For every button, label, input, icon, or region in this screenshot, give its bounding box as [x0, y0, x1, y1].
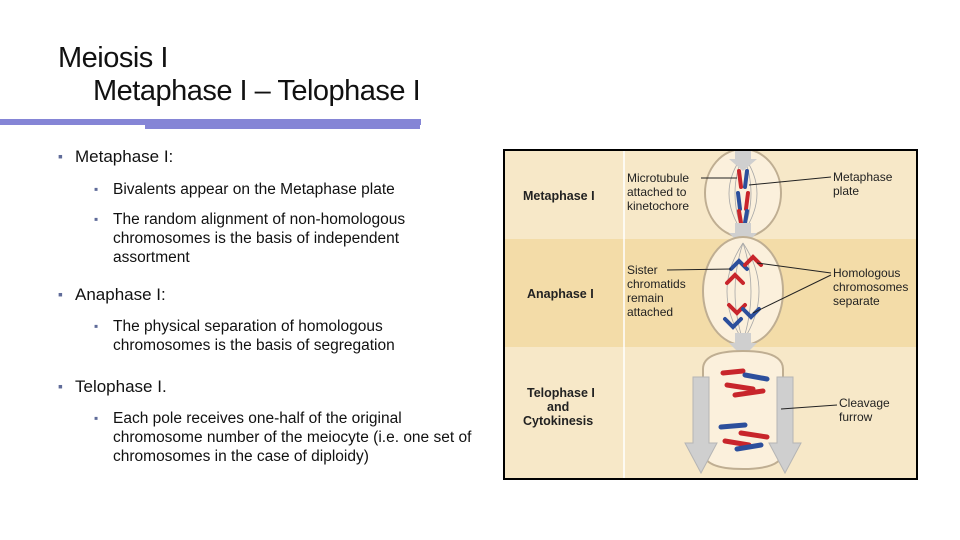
label-sister-4: attached — [627, 305, 673, 319]
label-metaphase-plate-2: plate — [833, 184, 859, 198]
sub-bullet: Bivalents appear on the Metaphase plate — [58, 180, 478, 199]
label-homologous-2: chromosomes — [833, 280, 908, 294]
sub-bullet: Each pole receives one-half of the origi… — [58, 409, 478, 466]
label-microtubule-3: kinetochore — [627, 199, 689, 213]
label-sister-2: chromatids — [627, 277, 686, 291]
stage-telophase-3: Cytokinesis — [523, 414, 593, 428]
meiosis-diagram: Metaphase I Anaphase I Telophase I and C… — [503, 149, 918, 480]
title-underline-accent — [145, 124, 420, 129]
stage-anaphase: Anaphase I — [527, 287, 594, 301]
label-cleavage-2: furrow — [839, 410, 873, 424]
label-homologous-1: Homologous — [833, 266, 900, 280]
label-sister-1: Sister — [627, 263, 658, 277]
bullet-metaphase: Metaphase I: — [58, 146, 478, 167]
stage-telophase-2: and — [547, 400, 569, 414]
label-sister-3: remain — [627, 291, 664, 305]
label-microtubule-1: Microtubule — [627, 171, 689, 185]
label-metaphase-plate-1: Metaphase — [833, 170, 893, 184]
bullet-anaphase: Anaphase I: — [58, 284, 478, 305]
telophase-cell — [702, 349, 784, 471]
title-underline — [0, 119, 421, 125]
sub-bullet: The random alignment of non-homologous c… — [58, 210, 478, 267]
bullet-telophase: Telophase I. — [58, 376, 478, 397]
bullet-list: Metaphase I: Bivalents appear on the Met… — [58, 146, 478, 466]
title-line-2: Metaphase I – Telophase I — [93, 75, 421, 107]
label-microtubule-2: attached to — [627, 185, 687, 199]
title-line-1: Meiosis I — [58, 42, 168, 74]
slide-title: Meiosis I Metaphase I – Telophase I — [58, 42, 421, 108]
stage-telophase-1: Telophase I — [527, 386, 595, 400]
label-homologous-3: separate — [833, 294, 880, 308]
stage-metaphase: Metaphase I — [523, 189, 595, 203]
sub-bullet: The physical separation of homologous ch… — [58, 317, 478, 355]
anaphase-cell — [702, 236, 784, 346]
label-cleavage-1: Cleavage — [839, 396, 890, 410]
